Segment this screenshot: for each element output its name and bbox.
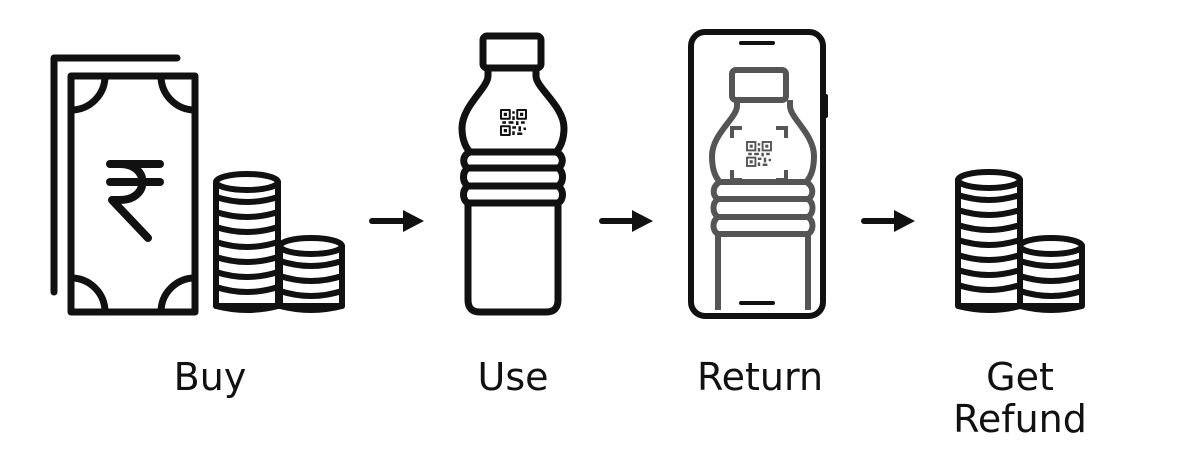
step-label-use: Use	[477, 355, 549, 399]
right-arrow-icon	[369, 210, 424, 232]
step-label-return: Return	[696, 355, 824, 399]
step-label-get: Get	[986, 355, 1054, 399]
phone-scanning-bottle-qr-icon	[688, 29, 828, 319]
coin-stacks-icon	[955, 169, 1085, 313]
step-label-refund: Refund	[953, 397, 1087, 441]
rupee-banknotes-and-coins-icon	[50, 54, 345, 316]
step-label-get-refund: Get Refund	[930, 356, 1110, 440]
step-label-buy: Buy	[173, 355, 247, 399]
right-arrow-icon	[599, 210, 653, 232]
right-arrow-icon	[861, 210, 915, 232]
water-bottle-with-qr-code-icon	[458, 32, 568, 316]
